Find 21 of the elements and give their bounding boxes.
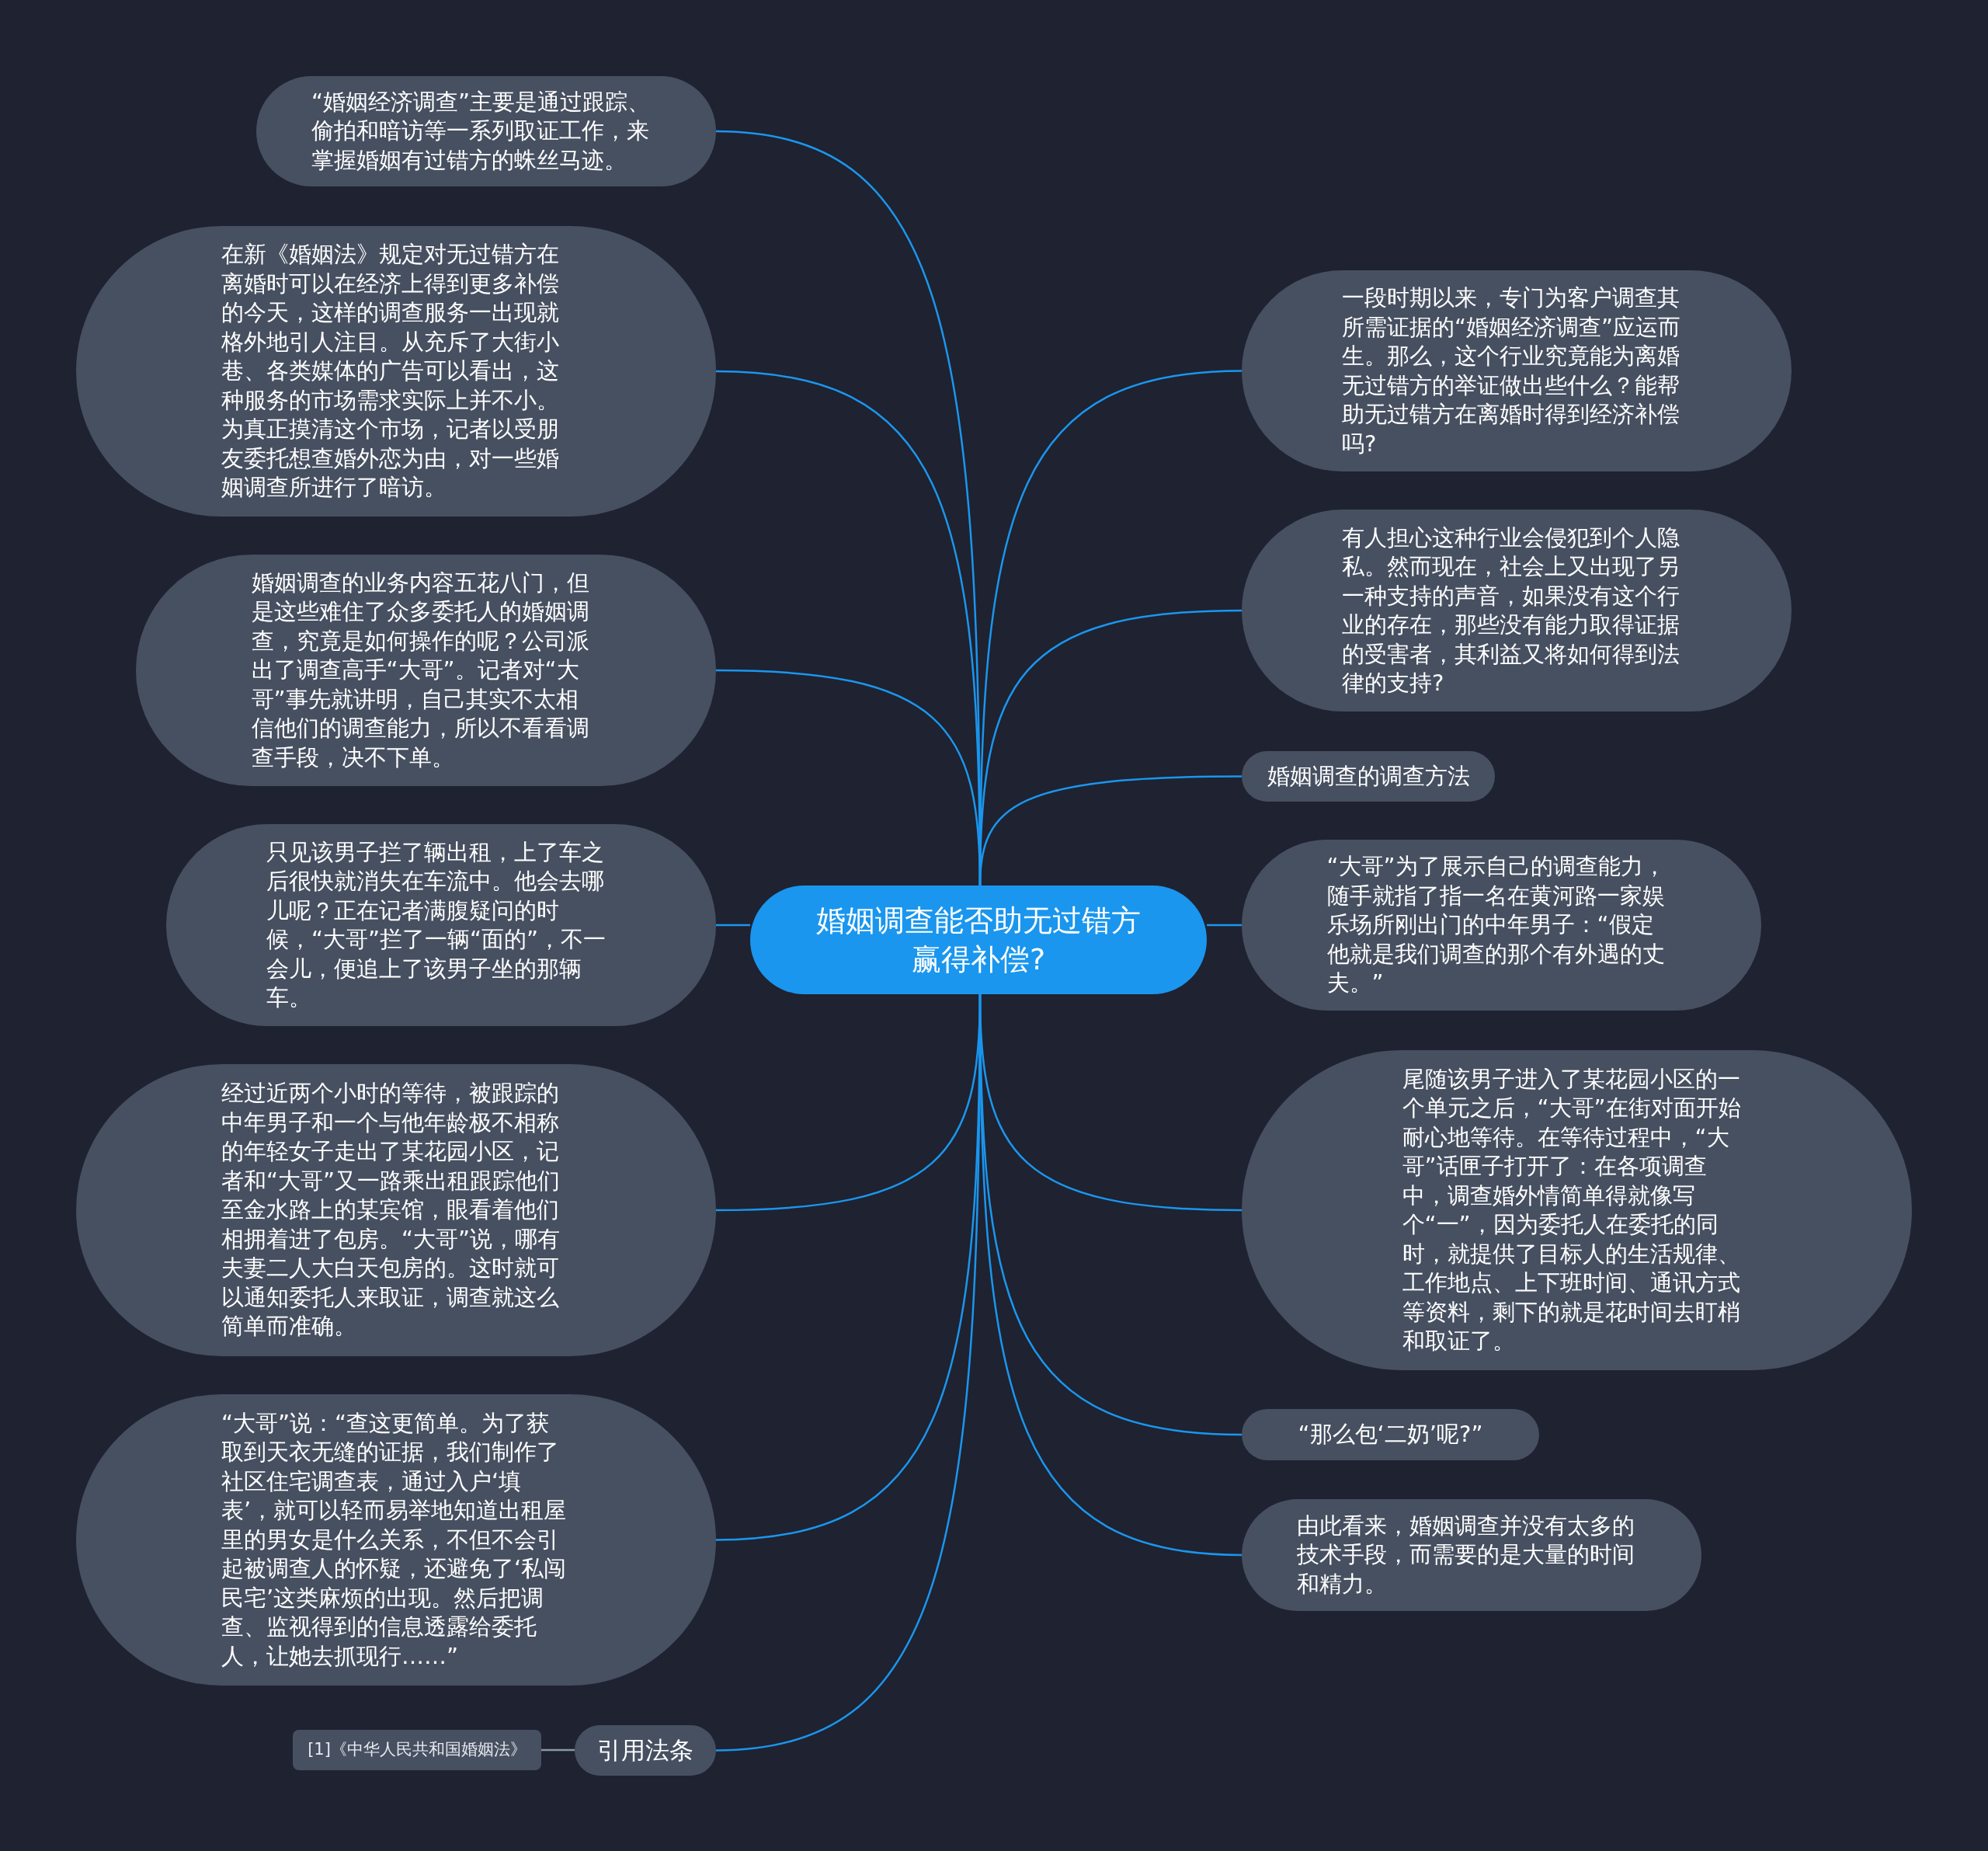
topic-text: 一段时期以来，专门为客户调查其所需证据的“婚姻经济调查”应运而生。那么，这个行业究竟能为离婚无过错方的举证做出些什么？能帮助无过错方在离婚时得到经济补偿吗? <box>1342 284 1682 458</box>
reference-text: [1]《中华人民共和国婚姻法》 <box>308 1739 527 1761</box>
topic-text: 婚姻调查的业务内容五花八门，但是这些难住了众多委托人的婚姻调查，究竟是如何操作的呢？公司派出了调查高手“大哥”。记者对“大哥”事先就讲明，自己其实不太相信他们的调查能力，所以不看看调查手段，决不下单。 <box>251 568 590 772</box>
topic-text: 由此看来，婚姻调查并没有太多的技术手段，而需要的是大量的时间和精力。 <box>1297 1511 1635 1599</box>
topic-text: 婚姻调查能否助无过错方赢得补偿? <box>815 903 1142 978</box>
connector-line <box>978 775 1242 886</box>
topic-text: “大哥”说：“查这更简单。为了获取到天衣无缝的证据，我们制作了社区住宅调查表，通过入户‘填表’，就可以轻而易举地知道出租屋里的男女是什么关系，不但不会引起被调查人的怀疑，还避免了‘私闯民宅’这类麻烦的出现。然后把调查、监视得到的信息透露给委托人，让她去抓现行……” <box>221 1408 568 1671</box>
topic-text: 在新《婚姻法》规定对无过错方在离婚时可以在经济上得到更多补偿的今天，这样的调查服务一出现就格外地引人注目。从充斥了大街小巷、各类媒体的广告可以看出，这种服务的市场需求实际上并不小。为真正摸清这个市场，记者以受朋友委托想查婚外恋为由，对一些婚姻调查所进行了暗访。 <box>221 240 560 503</box>
topic-text: 只见该男子拦了辆出租，上了车之后很快就消失在车流中。他会去哪儿呢？正在记者满腹疑问的时候，“大哥”拦了一辆“面的”，不一会儿，便追上了该男子坐的那辆车。 <box>266 837 607 1012</box>
reference-tag <box>293 1730 541 1770</box>
topic-text: “那么包‘二奶’呢?” <box>1298 1420 1483 1449</box>
topic-text: 经过近两个小时的等待，被跟踪的中年男子和一个与他年龄极不相称的年轻女子走出了某花园小区，记者和“大哥”又一路乘出租跟踪他们至金水路上的某宾馆，眼看着他们相拥着进了包房。“大哥”说，哪有夫妻二人大白天包房的。这时就可以通知委托人来取证，调查就这么简单而准确。 <box>221 1079 561 1341</box>
connector-line <box>1207 924 1242 927</box>
topic-text: 婚姻调查的调查方法 <box>1267 761 1470 791</box>
topic-text: 尾随该男子进入了某花园小区的一个单元之后，“大哥”在街对面开始耐心地等待。在等待过程中，“大哥”话匣子打开了：在各项调查中，调查婚外情简单得就像写个“一”，因为委托人在委托的同时，就提供了目标人的生活规律、工作地点、上下班时间、通讯方式等资料，剩下的就是花时间去盯梢和取证了。 <box>1402 1064 1742 1355</box>
topic-text: 有人担心这种行业会侵犯到个人隐私。然而现在，社会上又出现了另一种支持的声音，如果没有这个行业的存在，那些没有能力取得证据的受害者，其利益又将如何得到法律的支持? <box>1342 523 1680 698</box>
topic-text: “大哥”为了展示自己的调查能力，随手就指了指一名在黄河路一家娱乐场所刚出门的中年男子：“假定他就是我们调查的那个有外遇的丈夫。” <box>1326 852 1667 998</box>
topic-text: “婚姻经济调查”主要是通过跟踪、偷拍和暗访等一系列取证工作，来掌握婚姻有过错方的蛛丝马迹。 <box>311 87 652 175</box>
connector-line <box>541 1748 575 1752</box>
topic-text: 引用法条 <box>597 1735 693 1766</box>
connector-line <box>716 924 750 927</box>
